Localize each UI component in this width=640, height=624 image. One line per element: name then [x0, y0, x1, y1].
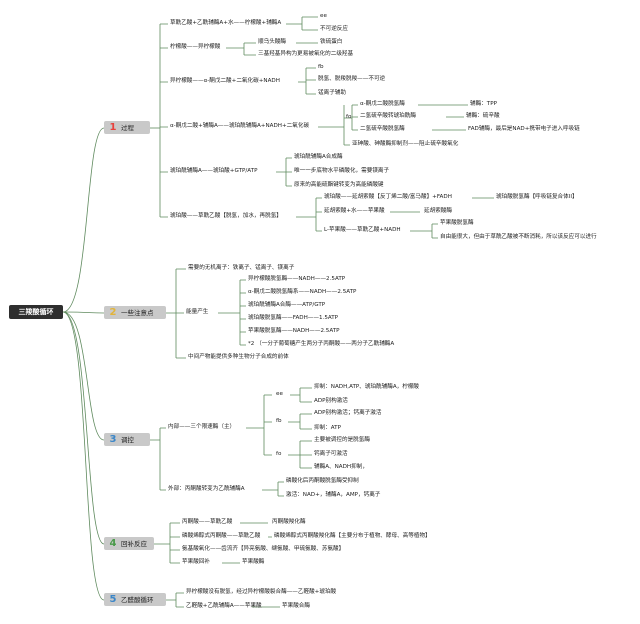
section-label: 过程 — [121, 124, 134, 132]
node-text: fb — [318, 64, 324, 70]
node-text: 原来的高能硫酯键转变为高能磷酸键 — [294, 182, 384, 188]
node-text: 琥珀酰辅酶A——琥珀酸+GTP/ATP — [170, 168, 258, 174]
section-label: 乙醛酸循环 — [121, 596, 154, 604]
node-text: 琥珀酰辅酶A合酶——ATP/GTP — [248, 302, 326, 308]
node-text: 中间产物能提供多种生物分子合成的前体 — [188, 354, 289, 360]
node-text: 磷酸化后丙酮酸脱氢酶受抑制 — [286, 478, 359, 484]
node-text: 铁硫蛋白 — [320, 39, 343, 45]
node-text: ADP别构激活；钙离子激活 — [314, 410, 382, 416]
node-text: 苹果酸回补 — [182, 559, 210, 565]
node-text: 磷酸烯醇式丙酮酸羧化酶【主要分布于植物、酵母、高等植物】 — [274, 533, 431, 539]
section-label: 一些注意点 — [121, 309, 154, 317]
node-text: 琥珀酸——延胡索酸【反丁烯二酸/富马酸】+FADH — [324, 194, 452, 200]
node-text: 辅酶：TPP — [470, 101, 497, 107]
node-text: ADP别构激活 — [314, 398, 348, 404]
node-text: 辅酶：硫辛酸 — [466, 113, 500, 119]
root-node: 三羧酸循环 — [9, 305, 63, 319]
node-text: 异柠檬酸——α-酮戊二酸+二氧化碳+NADH — [170, 78, 280, 84]
node-text: ee — [276, 391, 283, 397]
node-text: 草酰乙酸+乙酰辅酶A+水——柠檬酸+辅酶A — [170, 20, 282, 26]
node-text: 抑制：NADH,ATP、琥珀酰辅酶A，柠檬酸 — [314, 384, 420, 390]
node-text: fb — [276, 418, 282, 424]
section-2-node: 2 一些注意点 — [104, 306, 166, 319]
node-text: 磷酸烯醇式丙酮酸——草酰乙酸 — [182, 533, 261, 539]
node-text: α-酮戊二酸脱氢酶系——NADH——2.5ATP — [248, 289, 357, 295]
section-number: 3 — [109, 434, 117, 445]
section-number: 4 — [109, 538, 117, 549]
section-3-node: 3 调控 — [104, 433, 150, 446]
node-text: 亚砷酸、砷酸酶抑制剂——阻止硫辛酸氧化 — [352, 141, 459, 147]
node-text: 异柠檬酸没有脱氢，经过异柠檬酸裂合酶——乙醛酸+琥珀酸 — [186, 589, 337, 595]
node-text: 内部——三个限速酶（主） — [168, 424, 236, 430]
node-text: 唯一一步底物水平磷酸化，需要镁离子 — [294, 168, 390, 174]
node-text: 丙酮酸——草酰乙酸 — [182, 519, 233, 525]
node-text: 氨基酸氧化——齿流齐【异亮氨酸、缬氨酸、甲硫氨酸、苏氨酸】 — [182, 546, 345, 552]
node-text: 异柠檬酸脱氢酶——NADH——2.5ATP — [248, 276, 346, 282]
section-label: 调控 — [121, 436, 134, 444]
node-text: 需要的无机离子：铁离子、锰离子、镁离子 — [188, 265, 295, 271]
node-text: 钙离子可激活 — [314, 451, 348, 457]
node-text: 苹果酸脱氢酶 — [440, 220, 474, 226]
node-text: 延胡索酸酶 — [424, 208, 452, 214]
node-text: 抑制：ATP — [314, 425, 341, 431]
node-text: 不可逆反应 — [320, 26, 348, 32]
section-4-node: 4 回补反应 — [104, 537, 154, 550]
section-5-node: 5 乙醛酸循环 — [104, 593, 166, 606]
node-text: 主要被调控的是脱氢酶 — [314, 437, 370, 443]
node-text: 苹果酸酶 — [242, 559, 265, 565]
node-text: 二氢硫辛酸脱氢酶 — [360, 126, 405, 132]
node-text: α-酮戊二酸+辅酶A——琥珀酰辅酶A+NADH+二氧化碳 — [170, 123, 310, 129]
node-text: 琥珀酸——草酰乙酸【脱氢，加水，再脱氢】 — [170, 213, 282, 219]
node-text: L-苹果酸——草酰乙酸+NADH — [324, 227, 401, 233]
node-text: 苹果酸脱氢酶——NADH——2.5ATP — [248, 328, 340, 334]
node-text: 顺乌头酸酶 — [258, 39, 286, 45]
section-number: 5 — [109, 594, 117, 605]
node-text: 二氢硫辛酸转琥珀酰酶 — [360, 113, 416, 119]
node-text: *2 （一分子葡萄糖产生两分子丙酮酸——两分子乙酰辅酶A — [248, 341, 395, 347]
section-label: 回补反应 — [121, 540, 147, 548]
node-text: 延胡索酸+水——苹果酸 — [324, 208, 385, 214]
node-text: ee — [320, 13, 327, 19]
node-text: 琥珀酰辅酶A合成酶 — [294, 154, 343, 160]
node-text: 外部：丙酮酸转变为乙酰辅酶A — [168, 486, 245, 492]
section-number: 1 — [109, 122, 117, 133]
node-text: 自由能很大，但由于草酰乙酸被不断消耗，所以该反应可以进行 — [440, 234, 597, 240]
node-text: 柠檬酸——异柠檬酸 — [170, 44, 221, 50]
node-text: 辅酶A、NADH抑制， — [314, 464, 368, 470]
node-text: FAD辅酶，最后是NAD+携带电子进入呼吸链 — [468, 126, 580, 132]
node-text: fo — [346, 114, 352, 120]
node-text: 苹果酸合酶 — [282, 603, 310, 609]
node-text: 激活：NAD+，辅酶A，AMP，钙离子 — [286, 492, 381, 498]
node-text: 三基羟基异构为更易被氧化的二级羟基 — [258, 51, 354, 57]
node-text: 脱氢、脱羧脱羧——不可逆 — [318, 76, 386, 82]
node-text: 琥珀酸脱氢酶【呼吸链复合体II】 — [496, 194, 578, 200]
node-text: 丙酮酸羧化酶 — [272, 519, 306, 525]
node-text: 琥珀酸脱氢酶——FADH——1.5ATP — [248, 315, 339, 321]
node-text: α-酮戊二酸脱氢酶 — [360, 101, 405, 107]
node-text: 能量产生 — [186, 309, 209, 315]
node-text: fo — [276, 451, 282, 457]
node-text: 锰离子辅助 — [318, 90, 346, 96]
section-1-node: 1 过程 — [104, 121, 150, 134]
section-number: 2 — [109, 307, 117, 318]
node-text: 乙醛酸+乙酰辅酶A——苹果酸 — [186, 603, 262, 609]
